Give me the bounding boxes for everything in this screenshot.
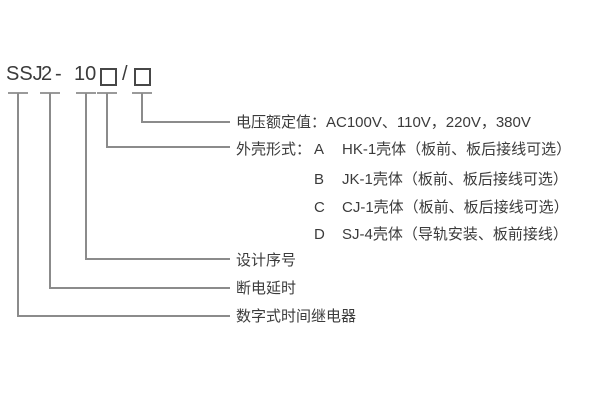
shell-option-code-d: D xyxy=(314,226,325,243)
callout-line-product-type-v xyxy=(17,93,19,317)
callout-line-shell-h xyxy=(106,146,230,148)
shell-option-desc-c: CJ-1壳体（板前、板后接线可选） xyxy=(342,199,569,216)
shell-type-prefix: 外壳形式： xyxy=(236,141,312,158)
voltage-rating-label: 电压额定值：AC100V、110V，220V，380V xyxy=(236,114,531,131)
callout-line-voltage-h xyxy=(141,121,230,123)
shell-option-desc-b: JK-1壳体（板前、板后接线可选） xyxy=(342,171,568,188)
shell-option-desc-d: SJ-4壳体（导轨安装、板前接线） xyxy=(342,226,568,243)
product-type-label: 数字式时间继电器 xyxy=(236,308,357,325)
voltage-placeholder-box xyxy=(134,68,151,86)
shell-option-desc-a: HK-1壳体（板前、板后接线可选） xyxy=(342,141,572,158)
callout-line-power-delay-v xyxy=(49,93,51,289)
shell-placeholder-box xyxy=(100,68,117,86)
shell-option-code-a: A xyxy=(314,141,325,158)
model-slash: / xyxy=(122,63,128,85)
callout-line-voltage-v xyxy=(141,93,143,123)
model-separator: - xyxy=(55,63,62,85)
callout-line-shell-v xyxy=(106,93,108,148)
shell-option-code-b: B xyxy=(314,171,325,188)
model-variant: 2 xyxy=(41,63,53,85)
power-delay-label: 断电延时 xyxy=(236,280,297,297)
callout-line-design-serial-h xyxy=(85,258,230,260)
model-family: SSJ xyxy=(6,63,43,85)
design-serial-label: 设计序号 xyxy=(236,252,297,269)
callout-line-power-delay-h xyxy=(49,287,230,289)
callout-line-product-type-h xyxy=(17,315,230,317)
callout-line-design-serial-v xyxy=(85,93,87,260)
shell-option-code-c: C xyxy=(314,199,325,216)
model-design-number: 10 xyxy=(74,63,97,85)
